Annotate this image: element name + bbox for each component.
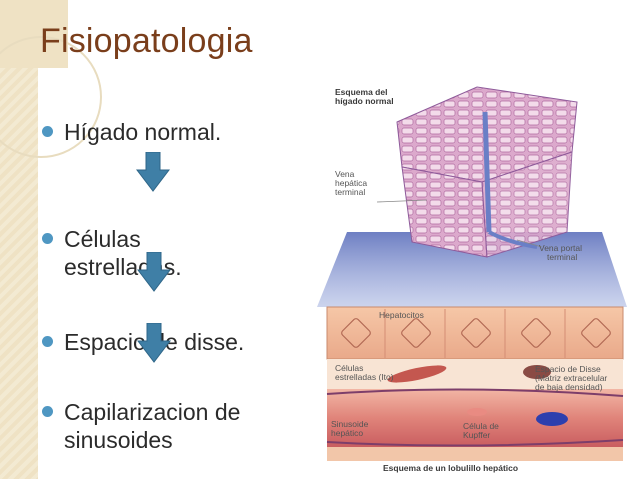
label-sinusoide: Sinusoide: [331, 419, 369, 429]
label-espacio-disse-2: (Matriz extracelular: [535, 373, 608, 383]
bullet-dot-icon: [42, 406, 53, 417]
label-vena-hepatica-2: hepática: [335, 178, 368, 188]
label-hepatocitos: Hepatocitos: [379, 310, 424, 320]
down-arrow-icon: [137, 252, 171, 292]
label-vena-hepatica: Vena: [335, 169, 355, 179]
liver-diagram-graphic: [317, 86, 627, 461]
liver-lobule-illustration: Esquema del hígado normal Vena hepática …: [317, 82, 627, 477]
label-kupffer: Célula de: [463, 421, 499, 431]
bullet-text: Células: [64, 226, 141, 252]
label-celulas-estrelladas: Células: [335, 363, 364, 373]
label-kupffer-2: Kupffer: [463, 430, 491, 440]
figure-caption-bottom: Esquema de un lobulillo hepático: [383, 463, 519, 473]
down-arrow-icon: [136, 152, 170, 192]
bullet-list: Hígado normal. Células estrelladas. Espa…: [42, 0, 312, 479]
bullet-item: Capilarizacion de sinusoides: [42, 398, 240, 454]
label-espacio-disse-3: de baja densidad): [535, 382, 603, 392]
figure-caption-top-continued: hígado normal: [335, 96, 394, 106]
bullet-dot-icon: [42, 126, 53, 137]
label-espacio-disse: Espacio de Disse: [535, 364, 601, 374]
down-arrow-icon: [137, 323, 171, 363]
figure-caption-top: Esquema del: [335, 87, 388, 97]
label-vena-portal-2: terminal: [547, 252, 578, 262]
label-sinusoide-2: hepático: [331, 428, 364, 438]
label-celulas-estrelladas-2: estrelladas (Ito): [335, 372, 394, 382]
label-vena-portal: Vena portal: [539, 243, 583, 253]
slide-title: Fisiopatologia: [40, 22, 253, 60]
label-vena-hepatica-3: terminal: [335, 187, 366, 197]
bullet-text: Hígado normal.: [64, 119, 222, 145]
bullet-text: Capilarizacion de: [64, 399, 241, 425]
decorative-arc: [0, 36, 102, 158]
bullet-item: Hígado normal.: [42, 118, 221, 146]
bullet-text-continued: sinusoides: [64, 427, 173, 453]
bullet-dot-icon: [42, 336, 53, 347]
bullet-dot-icon: [42, 233, 53, 244]
